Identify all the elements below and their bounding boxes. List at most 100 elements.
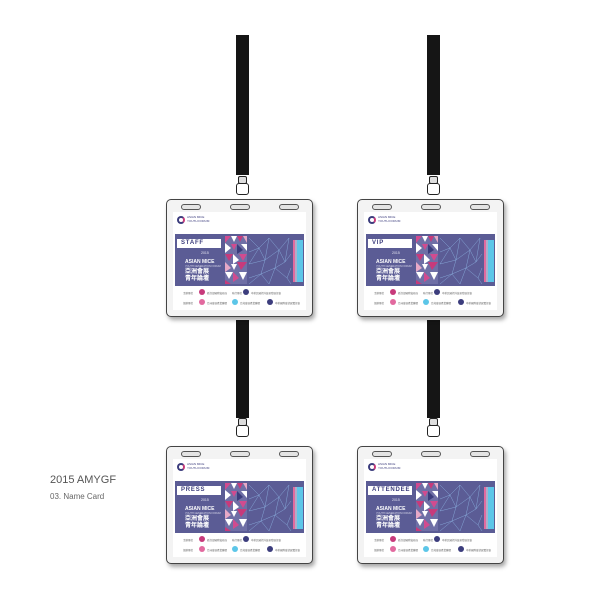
logo-line1: ASIAN MICE bbox=[187, 462, 205, 466]
lanyard-strap-left-middle bbox=[236, 320, 249, 418]
card-title-zh2: 青年論壇 bbox=[185, 523, 210, 529]
sponsor-logo-icon bbox=[199, 289, 205, 295]
sponsor-logo-icon bbox=[423, 299, 429, 305]
sponsor-org: 中華民國對外貿易發展協會 bbox=[251, 539, 282, 542]
role-label-box: VIP bbox=[368, 239, 412, 248]
sponsor-label-organizer: 主辦單位 bbox=[183, 292, 194, 295]
sponsor-org: 亞洲會展產業聯盟 bbox=[207, 302, 228, 305]
sponsor-label-organizer: 主辦單位 bbox=[183, 539, 194, 542]
forum-logo-icon: ASIAN MICE YOUTH FORUM bbox=[368, 462, 400, 472]
sponsor-logo-icon bbox=[458, 299, 464, 305]
card-title-en: ASIAN MICE bbox=[185, 259, 215, 265]
sponsor-org: 亞洲會展產業聯盟 bbox=[207, 549, 228, 552]
sponsor-logo-icon bbox=[267, 546, 273, 552]
role-label: STAFF bbox=[181, 240, 204, 246]
sponsor-org: 經濟部國際貿易局 bbox=[398, 292, 419, 295]
sponsor-logo-icon bbox=[390, 536, 396, 542]
role-label: PRESS bbox=[181, 487, 206, 493]
role-label-box: ATTENDEE bbox=[368, 486, 412, 495]
role-label-box: STAFF bbox=[177, 239, 221, 248]
sponsor-org: 台灣會展產業聯盟 bbox=[431, 302, 452, 305]
sponsor-logo-icon bbox=[243, 289, 249, 295]
logo-line1: ASIAN MICE bbox=[378, 462, 396, 466]
geometric-art bbox=[225, 481, 304, 533]
card-title-sub: YOUTH GENERATION FORUM bbox=[185, 512, 221, 515]
card-title-zh2: 青年論壇 bbox=[185, 276, 210, 282]
card-band: STAFF 2015 ASIAN MICE YOUTH GENERATION F… bbox=[175, 234, 304, 286]
badge-press: ASIAN MICE YOUTH FORUM PRESS 2015 ASIAN … bbox=[166, 446, 313, 564]
sponsor-org: 中華國際會議展覽協會 bbox=[275, 549, 301, 552]
sponsor-strip: 主辦單位 經濟部國際貿易局 執行單位 中華民國對外貿易發展協會 協辦單位 亞洲會… bbox=[368, 536, 493, 555]
sponsor-label-coorganizer: 協辦單位 bbox=[183, 549, 194, 552]
logo-line2: YOUTH FORUM bbox=[187, 219, 210, 223]
sponsor-logo-icon bbox=[199, 546, 205, 552]
card-title-zh2: 青年論壇 bbox=[376, 276, 401, 282]
sponsor-org: 台灣會展產業聯盟 bbox=[431, 549, 452, 552]
lanyard-strap-vip-top bbox=[427, 35, 440, 175]
sponsor-org: 亞洲會展產業聯盟 bbox=[398, 302, 419, 305]
sponsor-org: 中華國際會議展覽協會 bbox=[275, 302, 301, 305]
lanyard-buckle-icon bbox=[426, 176, 441, 196]
name-card: ASIAN MICE YOUTH FORUM STAFF 2015 ASIAN … bbox=[173, 212, 306, 310]
role-label: VIP bbox=[372, 240, 385, 246]
sponsor-logo-icon bbox=[390, 289, 396, 295]
sponsor-org: 中華民國對外貿易發展協會 bbox=[251, 292, 282, 295]
sponsor-logo-icon bbox=[243, 536, 249, 542]
card-title-sub: YOUTH GENERATION FORUM bbox=[185, 265, 221, 268]
lanyard-strap-right-middle bbox=[427, 320, 440, 418]
lanyard-buckle-icon bbox=[235, 176, 250, 196]
page-title: 2015 AMYGF bbox=[50, 474, 117, 486]
sponsor-label-coorganizer: 協辦單位 bbox=[183, 302, 194, 305]
badge-attendee: ASIAN MICE YOUTH FORUM ATTENDEE 2015 ASI… bbox=[357, 446, 504, 564]
card-title-zh2: 青年論壇 bbox=[376, 523, 401, 529]
card-band: PRESS 2015 ASIAN MICE YOUTH GENERATION F… bbox=[175, 481, 304, 533]
forum-logo-icon: ASIAN MICE YOUTH FORUM bbox=[177, 215, 209, 225]
forum-logo-icon: ASIAN MICE YOUTH FORUM bbox=[177, 462, 209, 472]
geometric-art bbox=[416, 481, 495, 533]
role-label: ATTENDEE bbox=[372, 487, 411, 493]
sponsor-logo-icon bbox=[232, 299, 238, 305]
lanyard-strap-staff-top bbox=[236, 35, 249, 175]
name-card: ASIAN MICE YOUTH FORUM PRESS 2015 ASIAN … bbox=[173, 459, 306, 557]
card-band: VIP 2015 ASIAN MICE YOUTH GENERATION FOR… bbox=[366, 234, 495, 286]
sponsor-label-organizer: 主辦單位 bbox=[374, 539, 385, 542]
card-title-en: ASIAN MICE bbox=[185, 506, 215, 512]
sponsor-logo-icon bbox=[199, 536, 205, 542]
page-subtitle: 03. Name Card bbox=[50, 492, 105, 501]
logo-line2: YOUTH FORUM bbox=[378, 219, 401, 223]
card-year: 2015 bbox=[392, 498, 400, 502]
card-title-zh1: 亞洲會展 bbox=[376, 269, 401, 275]
sponsor-org: 經濟部國際貿易局 bbox=[207, 292, 228, 295]
card-title-en: ASIAN MICE bbox=[376, 259, 406, 265]
badge-vip: ASIAN MICE YOUTH FORUM VIP 2015 ASIAN MI… bbox=[357, 199, 504, 317]
logo-line1: ASIAN MICE bbox=[187, 215, 205, 219]
sponsor-org: 中華民國對外貿易發展協會 bbox=[442, 292, 473, 295]
sponsor-org: 台灣會展產業聯盟 bbox=[240, 302, 261, 305]
sponsor-strip: 主辦單位 經濟部國際貿易局 執行單位 中華民國對外貿易發展協會 協辦單位 亞洲會… bbox=[177, 289, 302, 308]
geometric-art bbox=[225, 234, 304, 286]
sponsor-logo-icon bbox=[232, 546, 238, 552]
sponsor-label-organizer: 主辦單位 bbox=[374, 292, 385, 295]
card-title-sub: YOUTH GENERATION FORUM bbox=[376, 512, 412, 515]
name-card: ASIAN MICE YOUTH FORUM VIP 2015 ASIAN MI… bbox=[364, 212, 497, 310]
logo-line1: ASIAN MICE bbox=[378, 215, 396, 219]
sponsor-org: 中華國際會議展覽協會 bbox=[466, 549, 492, 552]
sponsor-strip: 主辦單位 經濟部國際貿易局 執行單位 中華民國對外貿易發展協會 協辦單位 亞洲會… bbox=[368, 289, 493, 308]
badge-staff: ASIAN MICE YOUTH FORUM STAFF 2015 ASIAN … bbox=[166, 199, 313, 317]
card-title-zh1: 亞洲會展 bbox=[185, 269, 210, 275]
logo-line2: YOUTH FORUM bbox=[187, 466, 210, 470]
name-card: ASIAN MICE YOUTH FORUM ATTENDEE 2015 ASI… bbox=[364, 459, 497, 557]
sponsor-org: 台灣會展產業聯盟 bbox=[240, 549, 261, 552]
sponsor-logo-icon bbox=[423, 546, 429, 552]
sponsor-label-executor: 執行單位 bbox=[423, 292, 434, 295]
sponsor-logo-icon bbox=[267, 299, 273, 305]
card-title-en: ASIAN MICE bbox=[376, 506, 406, 512]
card-band: ATTENDEE 2015 ASIAN MICE YOUTH GENERATIO… bbox=[366, 481, 495, 533]
card-title-sub: YOUTH GENERATION FORUM bbox=[376, 265, 412, 268]
geometric-art bbox=[416, 234, 495, 286]
sponsor-org: 中華民國對外貿易發展協會 bbox=[442, 539, 473, 542]
lanyard-buckle-icon bbox=[235, 418, 250, 438]
sponsor-label-coorganizer: 協辦單位 bbox=[374, 302, 385, 305]
sponsor-label-executor: 執行單位 bbox=[423, 539, 434, 542]
sponsor-logo-icon bbox=[434, 289, 440, 295]
